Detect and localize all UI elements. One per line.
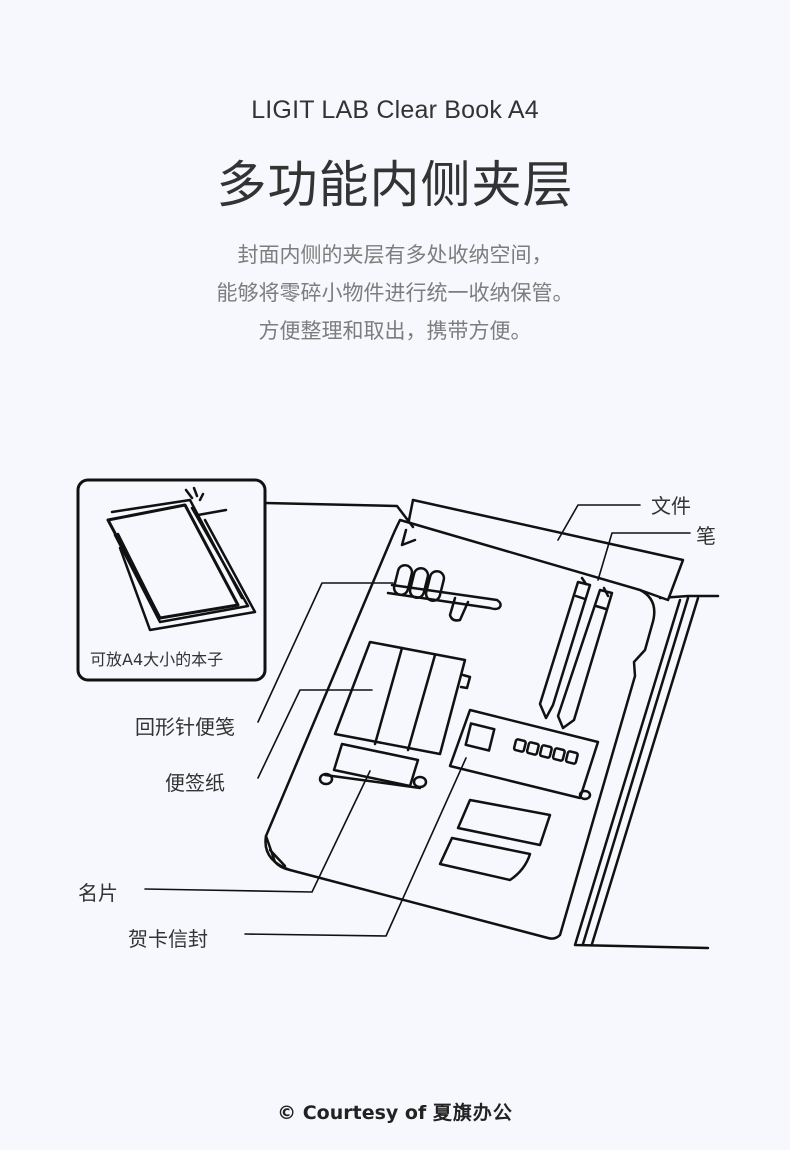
description: 封面内侧的夹层有多处收纳空间， 能够将零碎小物件进行统一收纳保管。 方便整理和取… bbox=[0, 236, 790, 350]
callout-clip-notes: 回形针便笺 bbox=[135, 715, 235, 739]
footer-credit: © Courtesy of 夏旗办公 bbox=[0, 1098, 790, 1125]
copyright-symbol: © bbox=[277, 1102, 297, 1124]
callout-file: 文件 bbox=[651, 494, 691, 518]
callout-pen: 笔 bbox=[696, 524, 716, 548]
inset-caption: 可放A4大小的本子 bbox=[90, 650, 224, 669]
notebook-inset bbox=[76, 478, 415, 682]
callout-leaders bbox=[144, 504, 691, 937]
business-card-slot bbox=[318, 742, 428, 790]
callout-business-card: 名片 bbox=[78, 881, 118, 905]
product-subtitle: LIGIT LAB Clear Book A4 bbox=[251, 96, 539, 124]
description-line-2: 能够将零碎小物件进行统一收纳保管。 bbox=[216, 281, 574, 305]
note-slips bbox=[438, 798, 552, 882]
page-title: 多功能内侧夹层 bbox=[216, 156, 574, 214]
sticky-note-pad bbox=[333, 640, 472, 756]
paper-clips bbox=[386, 563, 502, 622]
greeting-card-envelope bbox=[448, 708, 600, 801]
courtesy-text: Courtesy of bbox=[302, 1102, 427, 1124]
folder-illustration bbox=[0, 460, 790, 980]
pens bbox=[538, 576, 614, 730]
folder-drawing bbox=[76, 478, 720, 950]
description-line-3: 方便整理和取出，携带方便。 bbox=[258, 319, 532, 343]
header: LIGIT LAB Clear Book A4 多功能内侧夹层 bbox=[0, 96, 790, 217]
folder-back-cover bbox=[573, 594, 720, 950]
description-line-1: 封面内侧的夹层有多处收纳空间， bbox=[237, 243, 553, 267]
brand-name: 夏旗办公 bbox=[432, 1102, 513, 1124]
inner-pocket-panel bbox=[264, 518, 656, 940]
callout-sticky-notes: 便签纸 bbox=[165, 771, 225, 795]
callout-greeting-card: 贺卡信封 bbox=[128, 927, 208, 951]
